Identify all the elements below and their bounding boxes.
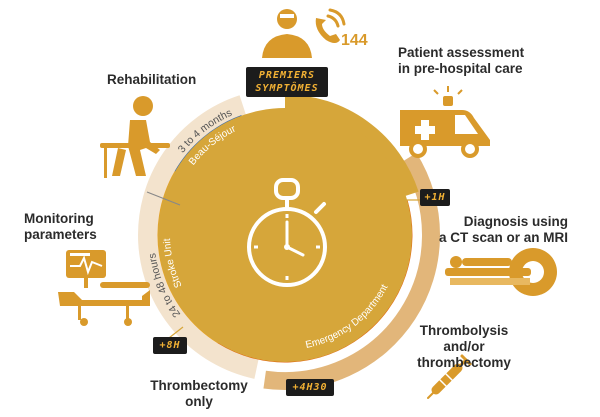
stopwatch-icon [247,178,327,287]
monitor-bed-icon [58,250,150,326]
central-disc [158,108,412,362]
outer-beige-arc [138,95,260,379]
prehospital-arc [284,94,419,197]
monitoring-label: Monitoring parameters [24,211,97,242]
timer-1h: +1H [420,189,450,206]
connector-line [146,191,181,206]
doctor-icon [262,9,312,58]
phone-number: 144 [341,32,368,49]
timer-4h30: +4H30 [286,379,334,396]
thrombolysis-label: Thrombolysis and/or thrombectomy [417,323,511,370]
timer-8h: +8H [153,337,187,354]
ct-scanner-icon [445,248,557,296]
premiers-symptomes-sign: PREMIERS SYMPTÔMES [246,67,328,97]
rehabilitation-label: Rehabilitation [107,72,197,87]
thrombectomy-only-label: Thrombectomy only [150,378,248,409]
diagnosis-label: Diagnosis using a CT scan or an MRI [439,214,569,245]
patient-assessment-label: Patient assessment in pre-hospital care [398,45,525,76]
ambulance-icon [400,86,490,158]
syringe-icon [427,354,472,399]
sign-line-1: PREMIERS [258,70,316,81]
sign-line-2: SYMPTÔMES [255,83,319,94]
rehab-person-icon [100,96,170,178]
phone-icon [315,8,346,43]
